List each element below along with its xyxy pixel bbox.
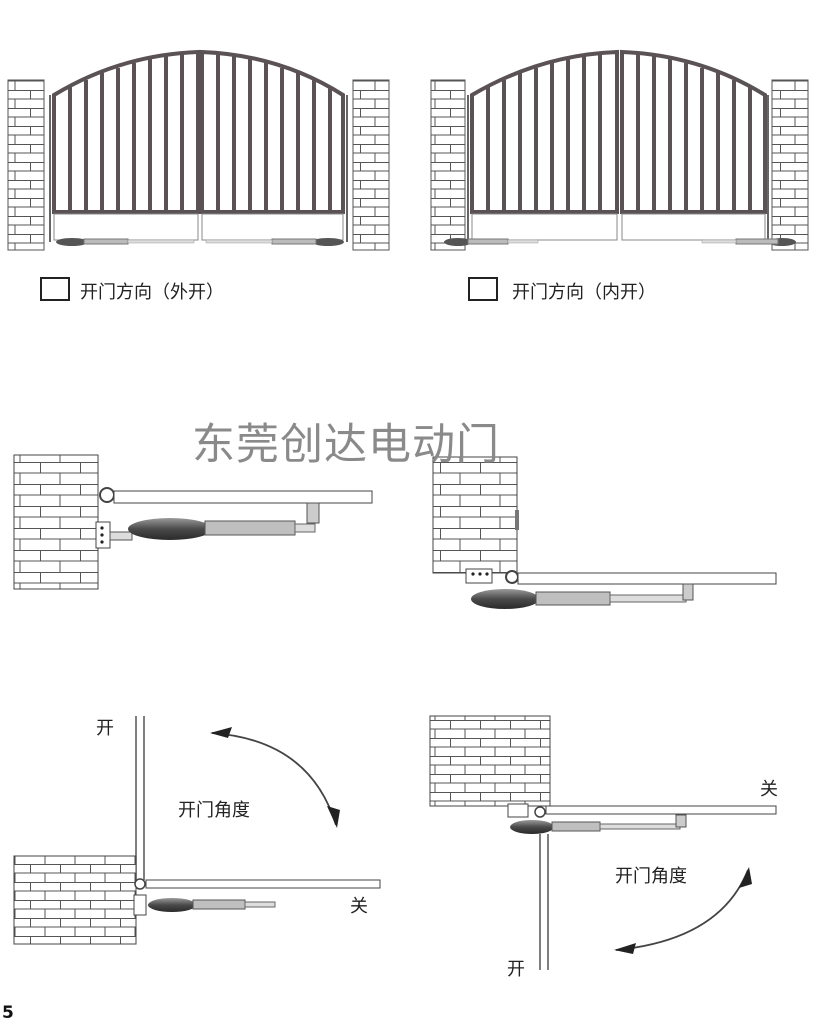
- brick-pillar-left: [7, 79, 45, 251]
- gate-leaf: [517, 572, 777, 585]
- opening-angle-arc: [211, 732, 337, 826]
- brick-pillar-left: [430, 79, 466, 251]
- gate-operator-left: [444, 238, 539, 246]
- gate-outward: [7, 49, 390, 251]
- inward-label: 开门方向（内开）: [512, 282, 656, 303]
- open-label: 开: [507, 959, 525, 980]
- page-number: 5: [2, 1003, 14, 1023]
- gate-operator-left: [56, 238, 195, 246]
- mount-detail-outward: [13, 454, 373, 590]
- swing-diagram-inward: [429, 715, 777, 970]
- gate-leaf: [113, 490, 373, 504]
- gate-operator-right: [205, 238, 344, 246]
- gate-operator-right: [701, 238, 796, 246]
- open-label: 开: [96, 718, 114, 739]
- brick-pillar-right: [352, 79, 390, 251]
- brick-pillar-right: [771, 79, 809, 251]
- gate-operator: [128, 518, 316, 540]
- gate-leaf: [145, 879, 381, 889]
- close-label: 关: [350, 896, 368, 917]
- inward-checkbox[interactable]: [468, 277, 498, 301]
- swing-diagram-outward: [13, 716, 381, 945]
- watermark: 东莞创达电动门: [192, 420, 500, 470]
- opening-angle-label: 开门角度: [178, 800, 250, 821]
- gate-inward: [430, 49, 809, 251]
- outward-checkbox[interactable]: [40, 277, 70, 301]
- outward-label: 开门方向（外开）: [80, 282, 224, 303]
- mount-detail-inward: [432, 456, 777, 609]
- gate-leaf: [545, 805, 777, 815]
- opening-angle-label: 开门角度: [615, 866, 687, 887]
- gate-operator: [471, 589, 687, 609]
- gate-operator: [148, 898, 276, 912]
- close-label: 关: [760, 779, 778, 800]
- gate-operator: [510, 820, 681, 834]
